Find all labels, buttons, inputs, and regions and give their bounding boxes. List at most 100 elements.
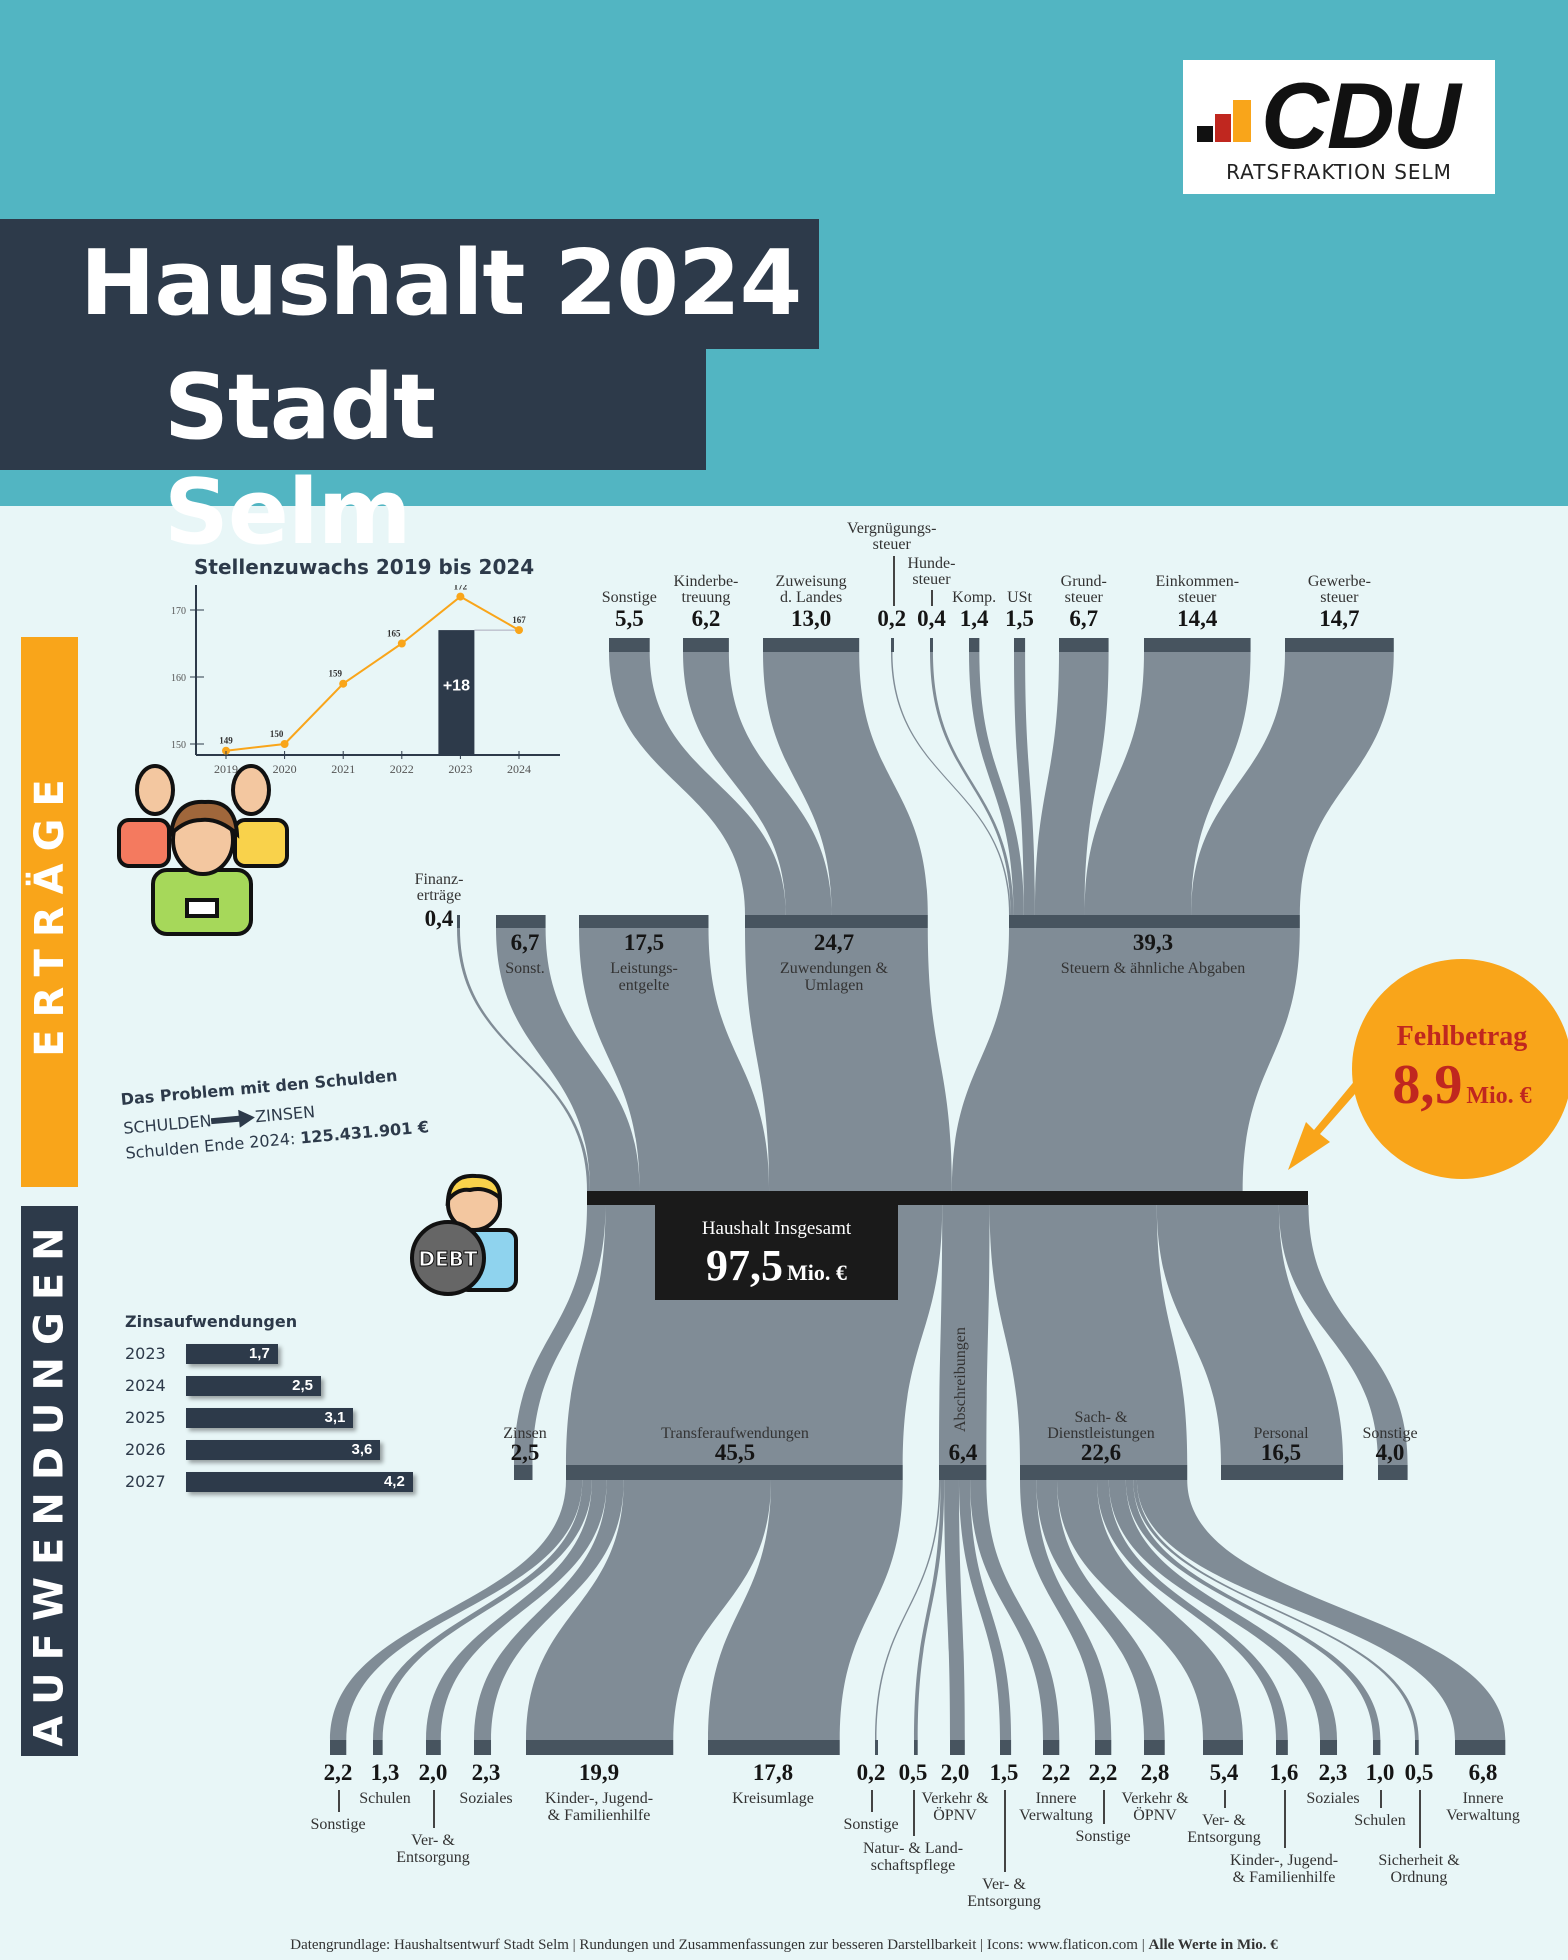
data-label: 159 bbox=[328, 669, 342, 679]
income-source-value: 14,4 bbox=[1177, 606, 1218, 631]
interest-year: 2023 bbox=[125, 1344, 166, 1363]
income-source-value: 6,2 bbox=[691, 606, 721, 631]
expense-detail-label: Schulen bbox=[359, 1790, 411, 1807]
expense-flow bbox=[514, 1205, 606, 1465]
expense-category-value: 16,5 bbox=[1260, 1440, 1302, 1465]
cdu-logo: CDU RATSFRAKTION SELM bbox=[1183, 60, 1495, 194]
expense-detail-label: Ver- & Entsorgung bbox=[396, 1832, 470, 1866]
income-flow bbox=[969, 652, 1024, 915]
income-source-node bbox=[891, 638, 894, 652]
interest-bar: 3,6 bbox=[186, 1440, 381, 1460]
expense-detail-value: 6,8 bbox=[1468, 1760, 1498, 1785]
income-flow bbox=[1034, 652, 1109, 915]
staff-people-icon bbox=[117, 764, 289, 936]
x-tick-label: 2023 bbox=[448, 762, 472, 776]
income-category-label: Steuern & ähnliche Abgaben bbox=[1060, 960, 1246, 977]
income-flow bbox=[1084, 652, 1251, 915]
income-category-node bbox=[457, 915, 460, 928]
staff-line bbox=[225, 595, 520, 752]
income-source-label: Hunde- steuer bbox=[907, 555, 956, 588]
staff-chart-title: Stellenzuwachs 2019 bis 2024 bbox=[194, 555, 535, 579]
expense-category-label: Sonstige bbox=[1362, 1425, 1418, 1442]
income-source-value: 1,5 bbox=[1005, 606, 1034, 631]
expense-detail-value: 1,0 bbox=[1365, 1760, 1395, 1785]
income-flow bbox=[683, 652, 832, 915]
leader-line bbox=[1224, 1790, 1226, 1808]
interest-bar: 2,5 bbox=[186, 1376, 321, 1396]
expense-category-label: Sach- & Dienstleistungen bbox=[1047, 1409, 1155, 1442]
expense-detail-value: 2,3 bbox=[1318, 1760, 1348, 1785]
income-source-label: Vergnügungs- steuer bbox=[846, 520, 937, 553]
y-tick-label: 170 bbox=[171, 606, 186, 617]
interest-chart-title: Zinsaufwendungen bbox=[125, 1312, 298, 1331]
expense-detail-label: Kinder-, Jugend- & Familienhilfe bbox=[544, 1790, 654, 1824]
expense-flow bbox=[1125, 1480, 1381, 1740]
income-category-value: 17,5 bbox=[623, 930, 665, 955]
debt-flow: SCHULDEN ZINSEN bbox=[123, 1092, 428, 1138]
interest-year: 2026 bbox=[125, 1440, 166, 1459]
expense-category-node bbox=[1221, 1465, 1344, 1480]
income-flow bbox=[609, 652, 786, 915]
debt-icon-text: DEBT bbox=[418, 1247, 478, 1271]
side-label-income: ERTRÄGE bbox=[21, 637, 78, 1187]
expense-detail-label: Innere Verwaltung bbox=[1019, 1790, 1093, 1824]
expense-detail-node bbox=[474, 1740, 492, 1755]
data-point bbox=[456, 592, 465, 601]
income-flow bbox=[496, 928, 640, 1191]
income-category-label: Leistungs- entgelte bbox=[610, 960, 678, 994]
expense-flow bbox=[526, 1480, 771, 1740]
expense-detail-value: 2,3 bbox=[471, 1760, 501, 1785]
income-category-value: 6,7 bbox=[510, 930, 540, 955]
expense-detail-value: 5,4 bbox=[1209, 1760, 1239, 1785]
expense-category-node bbox=[939, 1465, 987, 1480]
leader-line bbox=[1380, 1790, 1382, 1808]
data-label: 167 bbox=[512, 615, 526, 625]
expense-detail-value: 2,2 bbox=[1041, 1760, 1071, 1785]
interest-year: 2027 bbox=[125, 1472, 166, 1491]
expense-flow bbox=[989, 1205, 1188, 1465]
leader-line bbox=[1004, 1790, 1006, 1872]
data-point bbox=[339, 679, 348, 688]
expense-detail-node bbox=[526, 1740, 674, 1755]
data-point bbox=[397, 639, 406, 648]
expense-flow bbox=[1108, 1480, 1338, 1740]
y-tick-label: 150 bbox=[171, 740, 186, 751]
expense-detail-node bbox=[1000, 1740, 1012, 1755]
income-source-label: Komp. bbox=[952, 589, 997, 606]
income-flow bbox=[763, 652, 928, 915]
expense-category-value: 6,4 bbox=[948, 1440, 978, 1465]
page-title-line1: Haushalt 2024 bbox=[0, 219, 819, 349]
arrow-right-icon bbox=[211, 1109, 256, 1128]
footer: Datengrundlage: Haushaltsentwurf Stadt S… bbox=[0, 1937, 1568, 1954]
expense-category-value: 45,5 bbox=[714, 1440, 756, 1465]
interest-year: 2024 bbox=[125, 1376, 166, 1395]
expense-flow bbox=[1278, 1205, 1408, 1465]
income-source-node bbox=[969, 638, 980, 652]
expense-flow bbox=[474, 1480, 624, 1740]
expense-detail-value: 2,0 bbox=[940, 1760, 970, 1785]
income-category-node bbox=[1009, 915, 1300, 928]
expense-detail-label: Sicherheit & Ordnung bbox=[1378, 1852, 1460, 1886]
expense-flow bbox=[426, 1480, 607, 1740]
logo-text: CDU bbox=[1261, 63, 1461, 168]
expense-flow bbox=[875, 1480, 941, 1740]
expense-detail-node bbox=[875, 1740, 878, 1755]
income-source-node bbox=[609, 638, 650, 652]
leader-line bbox=[433, 1790, 435, 1828]
income-category-node bbox=[496, 915, 546, 928]
expense-category-value: 4,0 bbox=[1375, 1440, 1405, 1465]
expense-category-label: Zinsen bbox=[503, 1425, 547, 1442]
data-label: 150 bbox=[270, 729, 284, 739]
expense-flow bbox=[944, 1480, 965, 1740]
expense-detail-value: 2,2 bbox=[323, 1760, 353, 1785]
income-source-node bbox=[1059, 638, 1109, 652]
leader-line bbox=[931, 590, 933, 606]
expense-detail-node bbox=[1320, 1740, 1338, 1755]
expense-flow bbox=[1136, 1480, 1506, 1740]
expense-detail-value: 1,6 bbox=[1269, 1760, 1299, 1785]
debt-info: Das Problem mit den Schulden SCHULDEN ZI… bbox=[120, 1063, 430, 1163]
leader-line bbox=[338, 1790, 340, 1812]
income-source-value: 6,7 bbox=[1069, 606, 1099, 631]
income-flow bbox=[1014, 652, 1035, 915]
